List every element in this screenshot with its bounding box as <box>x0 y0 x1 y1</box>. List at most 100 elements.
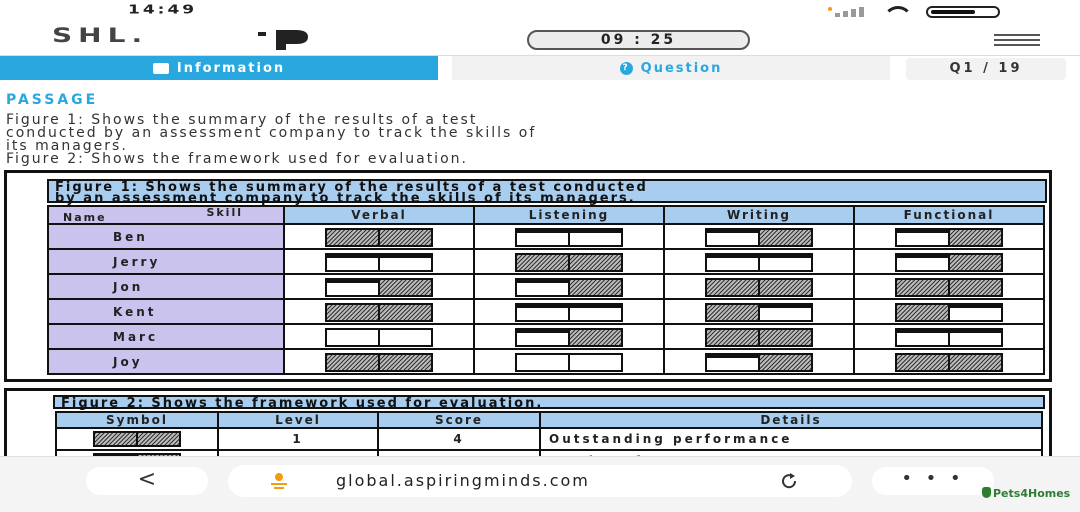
status-bar: 14:49 <box>0 0 1080 22</box>
column-header: Details <box>539 411 1043 429</box>
symbol-half <box>758 354 811 370</box>
table-row: Ben <box>47 223 1045 250</box>
symbol-half <box>948 304 1001 320</box>
logo-mark-icon <box>258 30 308 50</box>
figure-1-caption: Figure 1: Shows the summary of the resul… <box>47 179 1047 205</box>
paw-icon <box>982 487 991 498</box>
rating-symbol <box>325 352 433 372</box>
rating-symbol <box>705 252 813 272</box>
symbol-half <box>327 329 378 345</box>
tab-information[interactable]: Information <box>0 56 438 80</box>
skill-cell <box>283 348 475 375</box>
passage-line: Figure 1: Shows the summary of the resul… <box>6 112 478 128</box>
table-row: Jon <box>47 273 1045 300</box>
tab-bar: Information ? Question Q1 / 19 <box>0 56 1080 80</box>
symbol-half <box>758 254 811 270</box>
column-header: Writing <box>663 205 855 225</box>
symbol-half <box>897 279 948 295</box>
symbol-half <box>378 354 431 370</box>
watermark-text: Pets4Homes <box>993 487 1071 500</box>
symbol-half <box>758 229 811 245</box>
skill-cell <box>473 348 665 375</box>
symbol-half <box>568 229 621 245</box>
manager-name: Kent <box>47 298 285 325</box>
details-cell: Outstanding performance <box>539 427 1043 451</box>
symbol-half <box>948 229 1001 245</box>
wifi-icon <box>880 6 913 18</box>
column-header: Level <box>217 411 379 429</box>
symbol-half <box>378 279 431 295</box>
skill-cell <box>663 248 855 275</box>
figure-1-caption-line: Figure 1: Shows the summary of the resul… <box>55 180 648 195</box>
symbol-half <box>897 254 948 270</box>
passage-text: Figure 1: Shows the summary of the resul… <box>6 112 1006 167</box>
corner-skill-label: Skill <box>206 206 243 219</box>
reload-icon[interactable] <box>778 471 800 491</box>
passage-line: Figure 2: Shows the framework used for e… <box>6 151 468 167</box>
tab-information-label: Information <box>176 60 286 76</box>
skill-cell <box>663 298 855 325</box>
skill-cell <box>473 248 665 275</box>
symbol-half <box>378 254 431 270</box>
symbol-half <box>948 254 1001 270</box>
question-icon: ? <box>619 61 633 75</box>
skill-cell <box>283 273 475 300</box>
passage-title: PASSAGE <box>6 92 99 108</box>
skill-cell <box>663 348 855 375</box>
symbol-half <box>948 329 1001 345</box>
document-icon <box>152 62 169 74</box>
symbol-half <box>136 433 179 445</box>
rating-symbol <box>705 352 813 372</box>
skill-cell <box>853 248 1045 275</box>
url-bar[interactable]: global.aspiringminds.com <box>228 465 852 497</box>
manager-name: Jon <box>47 273 285 300</box>
skill-cell <box>283 298 475 325</box>
symbol-half <box>707 279 758 295</box>
skill-cell <box>663 273 855 300</box>
skill-cell <box>473 223 665 250</box>
passage-line: its managers. <box>6 138 128 154</box>
symbol-half <box>378 229 431 245</box>
signal-icon <box>828 7 864 17</box>
skill-cell <box>853 273 1045 300</box>
hamburger-menu-icon[interactable] <box>994 34 1040 46</box>
skill-cell <box>473 298 665 325</box>
symbol-half <box>568 254 621 270</box>
symbol-half <box>568 279 621 295</box>
skill-cell <box>853 223 1045 250</box>
symbol-half <box>378 304 431 320</box>
rating-symbol <box>515 327 623 347</box>
symbol-half <box>327 354 378 370</box>
symbol-half <box>758 329 811 345</box>
back-button[interactable]: < <box>86 467 208 495</box>
symbol-half <box>897 229 948 245</box>
symbol-half <box>897 354 948 370</box>
more-options-button[interactable]: • • • <box>872 467 994 495</box>
tab-question[interactable]: ? Question <box>452 56 890 80</box>
rating-symbol <box>325 327 433 347</box>
rating-symbol <box>325 227 433 247</box>
skill-cell <box>283 248 475 275</box>
figure-1: Figure 1: Shows the summary of the resul… <box>4 170 1052 382</box>
manager-name: Jerry <box>47 248 285 275</box>
symbol-half <box>517 279 568 295</box>
rating-symbol <box>515 252 623 272</box>
symbol-half <box>517 304 568 320</box>
symbol-half <box>897 329 948 345</box>
skill-cell <box>663 323 855 350</box>
rating-symbol <box>895 227 1003 247</box>
status-time: 14:49 <box>128 2 198 17</box>
symbol-half <box>758 279 811 295</box>
symbol-half <box>707 329 758 345</box>
skill-cell <box>853 323 1045 350</box>
symbol-half <box>568 304 621 320</box>
symbol-half <box>517 254 568 270</box>
column-header: Score <box>377 411 541 429</box>
rating-symbol <box>515 227 623 247</box>
rating-symbol <box>705 327 813 347</box>
skill-cell <box>283 223 475 250</box>
status-icons <box>828 6 1000 18</box>
rating-symbol <box>705 277 813 297</box>
column-header: Symbol <box>55 411 219 429</box>
